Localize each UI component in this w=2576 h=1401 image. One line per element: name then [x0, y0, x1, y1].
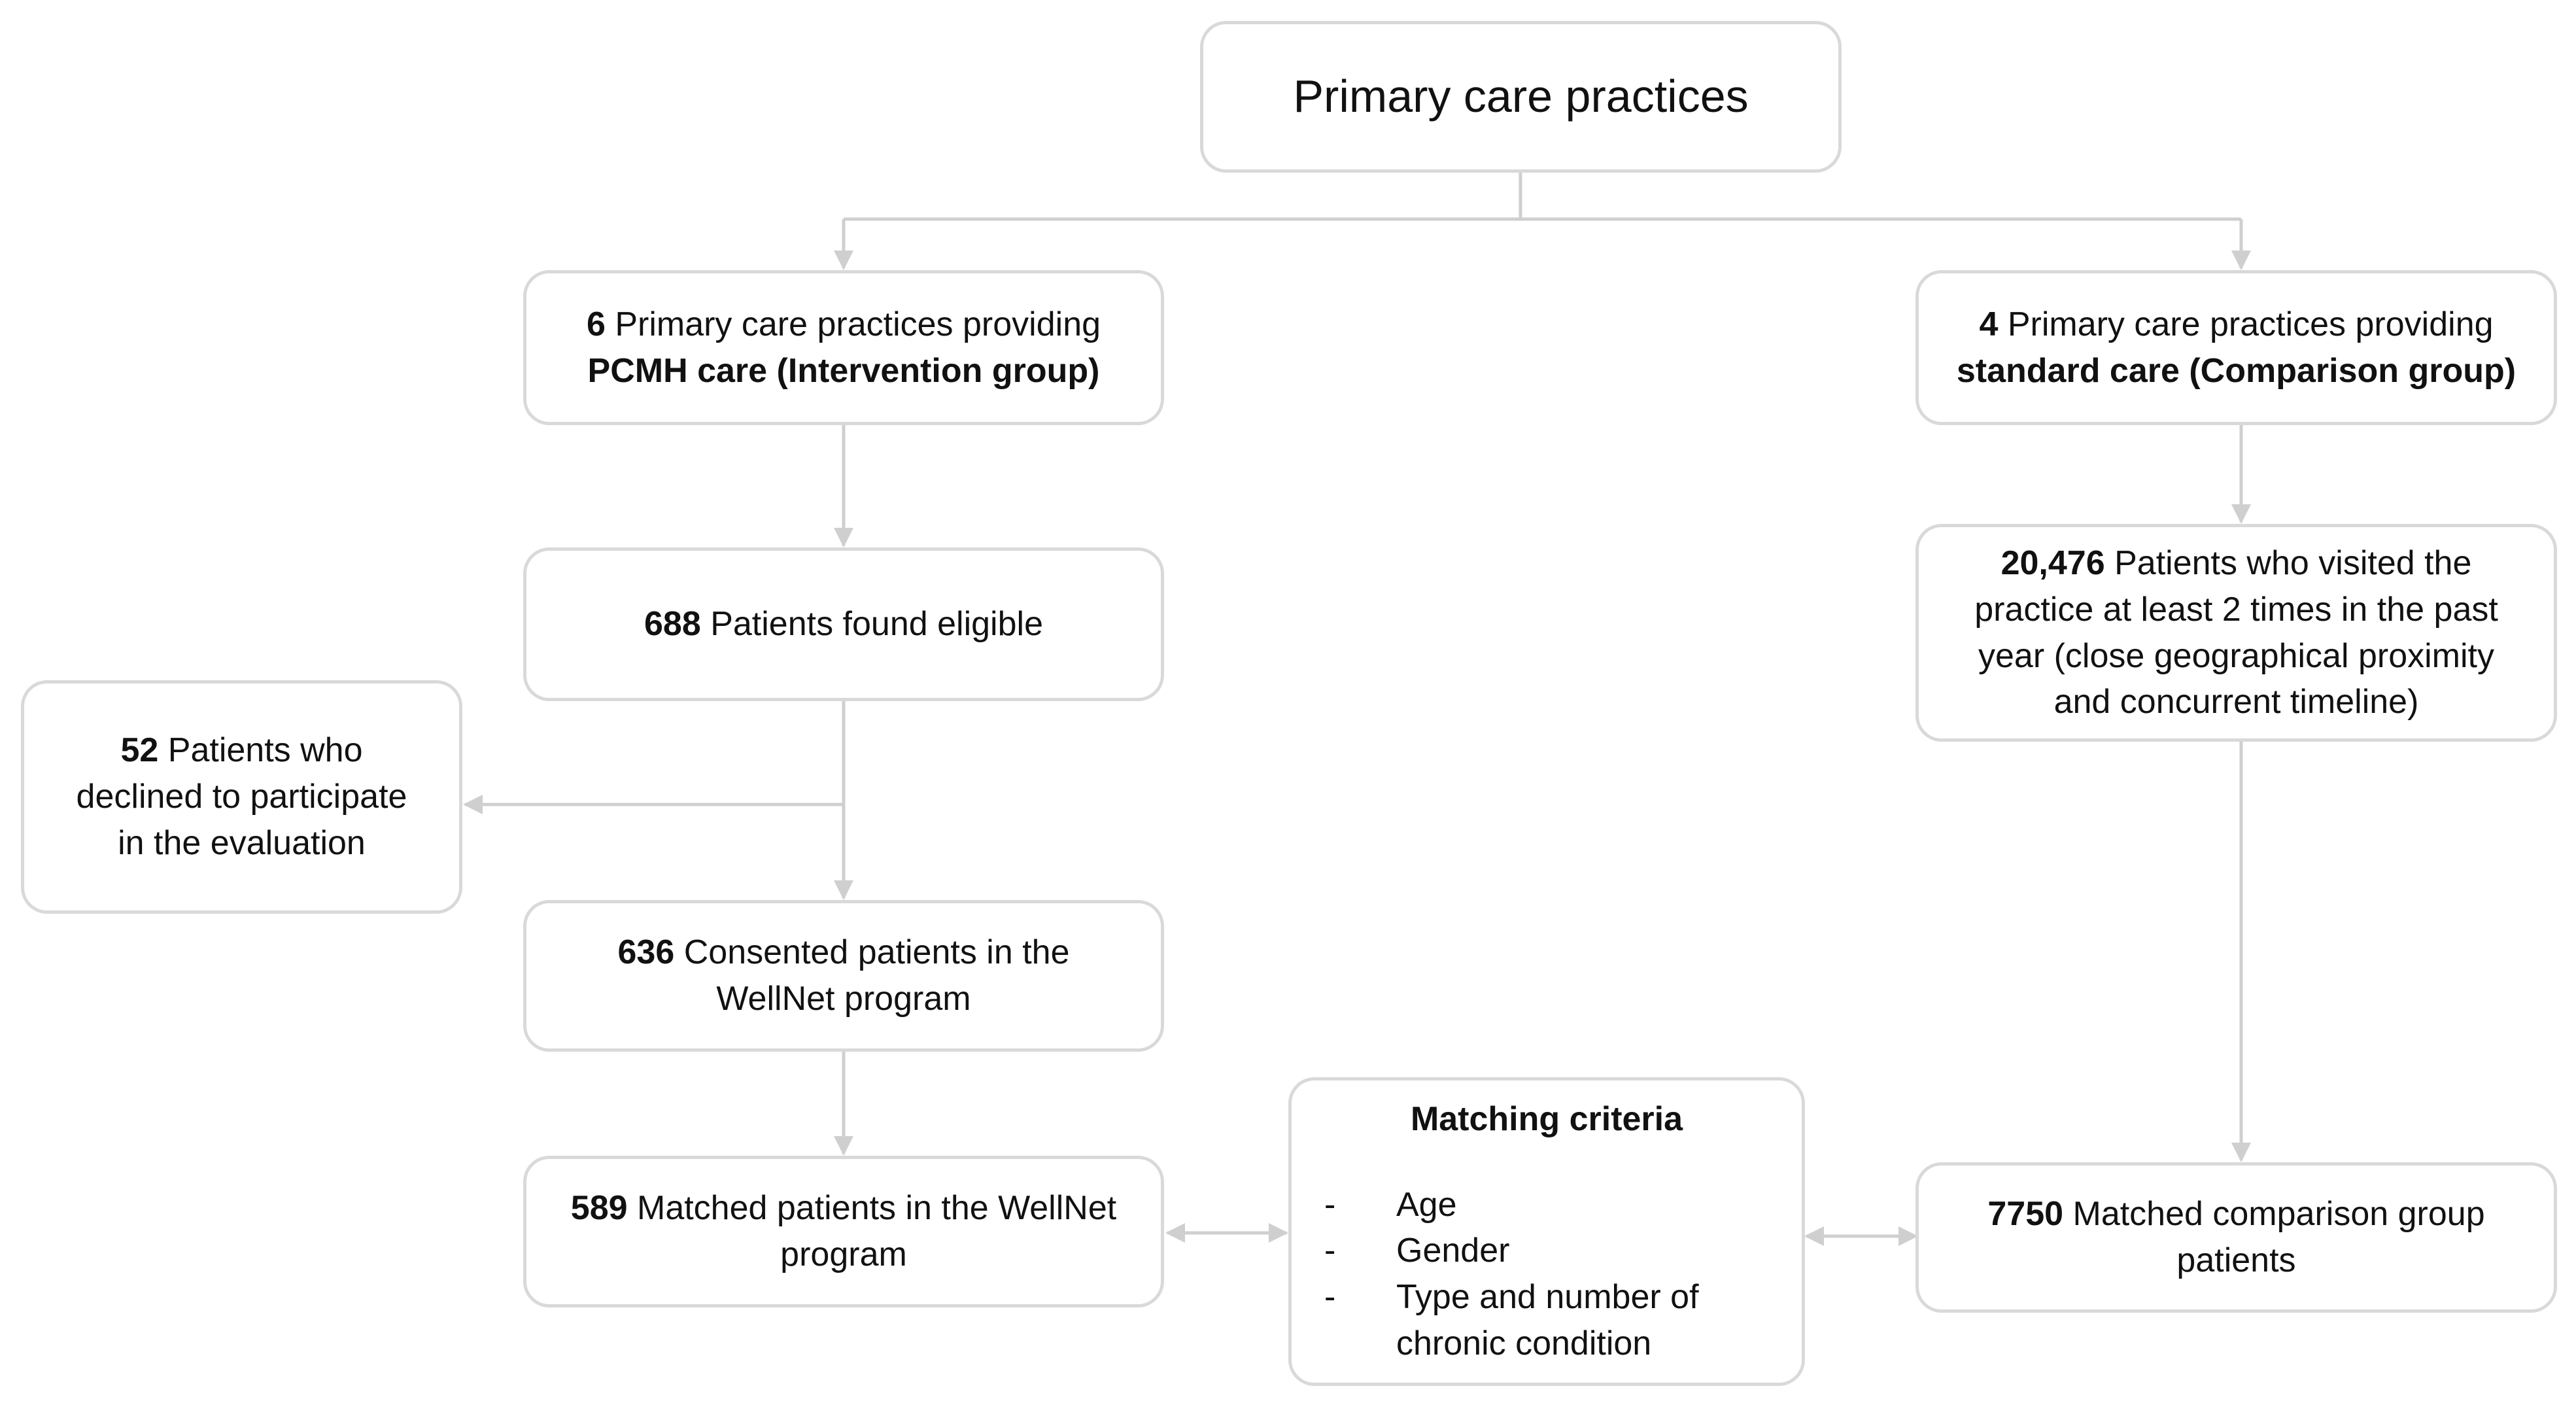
criteria-item-chronic-condition: - Type and number of chronic condition [1324, 1274, 1782, 1366]
intervention-practices-box: 6 Primary care practices providing PCMH … [523, 270, 1164, 425]
intervention-practices-count: 6 [586, 305, 606, 343]
visited-patients-count: 20,476 [2001, 544, 2105, 583]
matched-intervention-box: 589 Matched patients in the WellNet prog… [523, 1156, 1164, 1307]
primary-care-practices-box: Primary care practices [1200, 21, 1842, 173]
eligible-patients-box: 688 Patients found eligible [523, 547, 1164, 701]
intervention-practices-line1: 6 Primary care practices providing [587, 302, 1101, 348]
primary-care-practices-title: Primary care practices [1293, 71, 1749, 122]
eligible-patients-count: 688 [644, 605, 701, 644]
visited-patients-line4: and concurrent timeline) [2053, 683, 2419, 721]
consented-patients-box: 636 Consented patients in the WellNet pr… [523, 900, 1164, 1052]
bullet-dash: - [1324, 1278, 1336, 1317]
matched-intervention-line2: program [780, 1236, 907, 1273]
criteria-item-label: Gender [1396, 1232, 1510, 1270]
declined-patients-text1: Patients who [167, 731, 363, 770]
matched-comparison-line2: patients [2176, 1241, 2296, 1279]
declined-patients-line2: declined to participate [76, 778, 407, 816]
matched-intervention-line1: 589 Matched patients in the WellNet [571, 1185, 1116, 1232]
visited-patients-text1: Patients who visited the [2114, 544, 2472, 583]
declined-patients-box: 52 Patients who declined to participate … [21, 680, 462, 914]
consented-patients-text1: Consented patients in the [683, 933, 1070, 972]
declined-patients-count: 52 [120, 731, 159, 770]
matched-intervention-text1: Matched patients in the WellNet [637, 1189, 1117, 1228]
visited-patients-box: 20,476 Patients who visited the practice… [1915, 524, 2557, 742]
intervention-practices-text: Primary care practices providing [615, 305, 1101, 343]
comparison-group-label: standard care (Comparison group) [1956, 351, 2516, 390]
criteria-item-line2: chronic condition [1396, 1324, 1652, 1362]
comparison-practices-line2: standard care (Comparison group) [1957, 348, 2516, 394]
intervention-practices-line2: PCMH care (Intervention group) [588, 348, 1100, 394]
criteria-item-gender: - Gender [1324, 1228, 1782, 1274]
criteria-item-line1: Type and number of [1396, 1278, 1699, 1317]
intervention-group-label: PCMH care (Intervention group) [587, 351, 1100, 390]
comparison-practices-count: 4 [1979, 305, 1999, 343]
matched-comparison-box: 7750 Matched comparison group patients [1915, 1162, 2557, 1313]
matched-comparison-line1: 7750 Matched comparison group [1987, 1191, 2484, 1237]
matched-comparison-count: 7750 [1987, 1195, 2064, 1234]
comparison-practices-text: Primary care practices providing [2007, 305, 2494, 343]
declined-patients-line1: 52 Patients who [120, 727, 362, 774]
matching-criteria-list: - Age - Gender - Type and number of chronic … [1292, 1182, 1802, 1367]
matching-criteria-title: Matching criteria [1410, 1100, 1683, 1138]
declined-patients-line3: in the evaluation [118, 823, 366, 862]
connector-top-split [844, 171, 2241, 221]
eligible-patients-text: Patients found eligible [710, 605, 1044, 644]
visited-patients-line3: year (close geographical proximity [1978, 636, 2494, 675]
eligible-patients-line: 688 Patients found eligible [644, 601, 1043, 648]
visited-patients-line1: 20,476 Patients who visited the [2001, 540, 2472, 587]
visited-patients-line2: practice at least 2 times in the past [1974, 590, 2498, 629]
comparison-practices-box: 4 Primary care practices providing stand… [1915, 270, 2557, 425]
bullet-dash: - [1324, 1232, 1336, 1270]
criteria-item-label: Type and number of chronic condition [1396, 1274, 1699, 1366]
consented-patients-line1: 636 Consented patients in the [618, 929, 1070, 976]
criteria-item-age: - Age [1324, 1182, 1782, 1228]
matched-intervention-count: 589 [570, 1189, 628, 1228]
criteria-item-label: Age [1396, 1185, 1457, 1224]
matched-comparison-text1: Matched comparison group [2072, 1195, 2485, 1234]
bullet-dash: - [1324, 1185, 1336, 1224]
matching-criteria-box: Matching criteria - Age - Gender - Type and… [1288, 1077, 1805, 1386]
consented-patients-line2: WellNet program [716, 980, 971, 1018]
comparison-practices-line1: 4 Primary care practices providing [1979, 302, 2493, 348]
consented-patients-count: 636 [617, 933, 675, 972]
